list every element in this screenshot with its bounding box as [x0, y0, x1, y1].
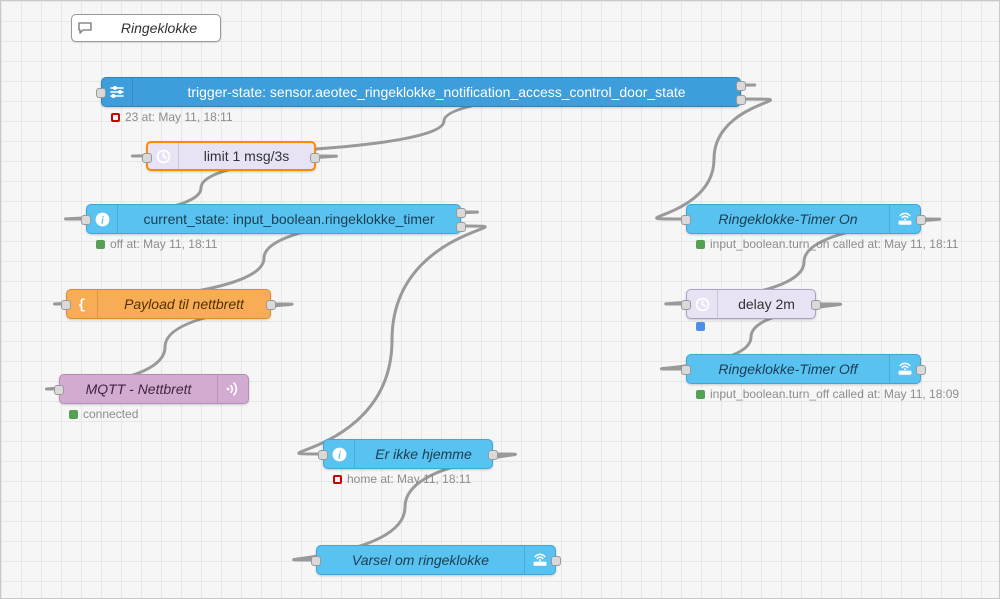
node-label: delay 2m — [738, 296, 795, 312]
wire-limit-to-current-state[interactable] — [64, 154, 338, 221]
node-label: limit 1 msg/3s — [203, 148, 290, 164]
node-status: 23 at: May 11, 18:11 — [111, 110, 233, 124]
node-limit[interactable]: limit 1 msg/3s — [142, 141, 320, 171]
router-icon — [524, 546, 555, 574]
status-dot-icon — [696, 322, 705, 331]
output-port-0[interactable] — [266, 300, 276, 310]
info-icon: i — [87, 205, 118, 233]
node-timer-on[interactable]: Ringeklokke-Timer On — [681, 204, 926, 234]
status-dot-icon — [96, 239, 105, 249]
node-comment[interactable]: Ringeklokke — [71, 14, 221, 42]
node-payload-nettbrett[interactable]: { Payload til nettbrett — [61, 289, 276, 319]
wire-er-ikke-hjemme-to-varsel[interactable] — [292, 452, 517, 562]
output-port-0[interactable] — [736, 81, 746, 91]
input-port[interactable] — [681, 300, 691, 310]
input-port[interactable] — [318, 450, 328, 460]
node-status: connected — [69, 407, 138, 421]
status-ring-icon — [333, 474, 342, 484]
output-port-1[interactable] — [456, 222, 466, 232]
node-er-ikke-hjemme[interactable]: i Er ikke hjemme — [318, 439, 498, 469]
brace-icon: { — [67, 290, 98, 318]
node-timer-off[interactable]: Ringeklokke-Timer Off — [681, 354, 926, 384]
wire-current-state-to-er-ikke-hjemme[interactable] — [297, 224, 487, 456]
svg-text:i: i — [338, 450, 341, 461]
output-port-0[interactable] — [916, 215, 926, 225]
output-port-0[interactable] — [811, 300, 821, 310]
status-ring-icon — [111, 112, 120, 122]
node-delay-2m[interactable]: delay 2m — [681, 289, 821, 319]
output-port-1[interactable] — [736, 95, 746, 105]
status-text: connected — [83, 407, 139, 421]
wire-trigger-state-to-timer-on[interactable] — [655, 97, 773, 221]
node-label: Ringeklokke-Timer Off — [718, 361, 858, 377]
input-port[interactable] — [142, 153, 152, 163]
wifi-icon — [217, 375, 248, 403]
svg-text:{: { — [78, 298, 86, 314]
node-status: input_boolean.turn_off called at: May 11… — [696, 387, 959, 401]
node-label: MQTT - Nettbrett — [85, 381, 192, 397]
node-label: current_state: input_boolean.ringeklokke… — [143, 211, 435, 227]
status-text: 23 at: May 11, 18:11 — [125, 110, 233, 124]
input-port[interactable] — [681, 365, 691, 375]
node-label: Payload til nettbrett — [124, 296, 244, 312]
output-port-0[interactable] — [916, 365, 926, 375]
input-port[interactable] — [81, 215, 91, 225]
node-varsel[interactable]: Varsel om ringeklokke — [311, 545, 561, 575]
output-port-0[interactable] — [456, 208, 466, 218]
info-icon: i — [324, 440, 355, 468]
input-port[interactable] — [54, 385, 64, 395]
status-dot-icon — [69, 409, 78, 419]
clock-icon — [687, 290, 718, 318]
node-status: off at: May 11, 18:11 — [96, 237, 217, 251]
input-port[interactable] — [681, 215, 691, 225]
status-text: home at: May 11, 18:11 — [347, 472, 472, 486]
node-current-state[interactable]: i current_state: input_boolean.ringeklokk… — [81, 204, 466, 234]
node-trigger-state[interactable]: trigger-state: sensor.aeotec_ringeklokke… — [96, 77, 746, 107]
node-label: trigger-state: sensor.aeotec_ringeklokke… — [187, 84, 686, 100]
router-icon — [889, 355, 920, 383]
trigger-icon — [102, 78, 133, 106]
router-icon — [889, 205, 920, 233]
svg-text:i: i — [101, 215, 104, 226]
status-text: input_boolean.turn_on called at: May 11,… — [710, 237, 959, 251]
status-dot-icon — [696, 239, 705, 249]
status-dot-icon — [696, 389, 705, 399]
node-label: Ringeklokke-Timer On — [718, 211, 858, 227]
output-port-0[interactable] — [551, 556, 561, 566]
input-port[interactable] — [61, 300, 71, 310]
node-label: Er ikke hjemme — [375, 446, 472, 462]
node-label: Ringeklokke — [120, 20, 198, 36]
status-text: input_boolean.turn_off called at: May 11… — [710, 387, 960, 401]
output-port-0[interactable] — [310, 153, 320, 163]
node-mqtt-nettbrett[interactable]: MQTT - Nettbrett — [54, 374, 249, 404]
comment-icon — [72, 15, 98, 41]
node-status: input_boolean.turn_on called at: May 11,… — [696, 237, 958, 251]
clock-icon — [148, 143, 179, 169]
node-status: home at: May 11, 18:11 — [333, 472, 471, 486]
input-port[interactable] — [96, 88, 106, 98]
output-port-0[interactable] — [488, 450, 498, 460]
node-status — [696, 322, 710, 331]
wire-delay-2m-to-timer-off[interactable] — [659, 302, 843, 371]
input-port[interactable] — [311, 556, 321, 566]
status-text: off at: May 11, 18:11 — [110, 237, 218, 251]
node-label: Varsel om ringeklokke — [351, 552, 490, 568]
